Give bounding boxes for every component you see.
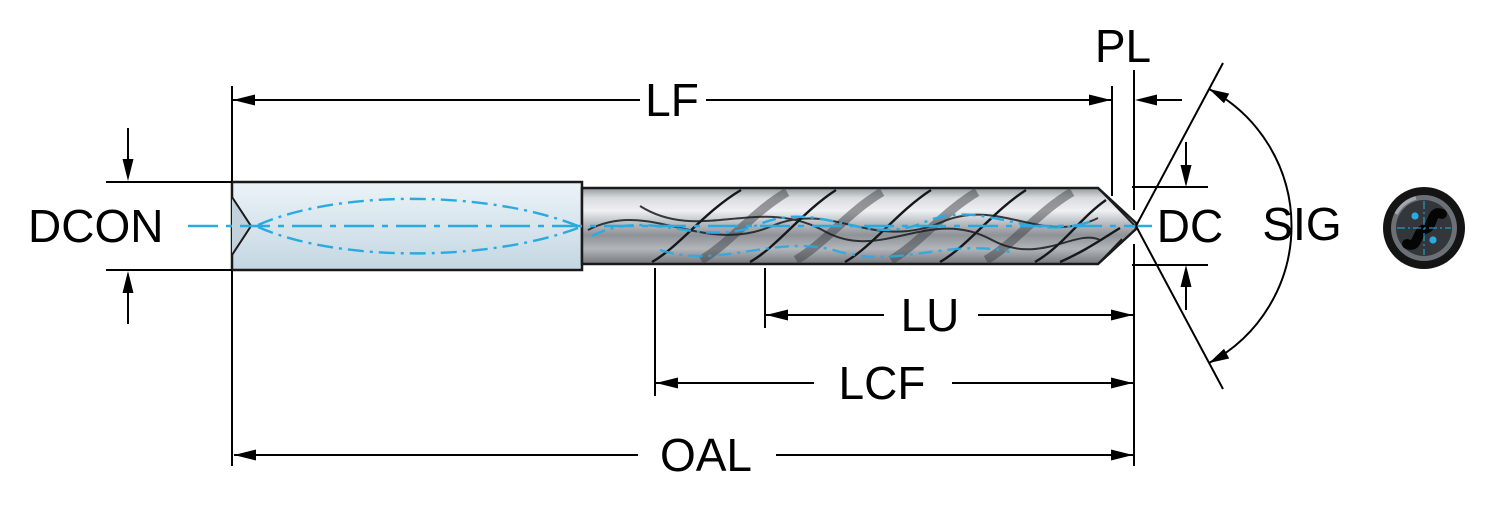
label-dc: DC: [1157, 200, 1223, 252]
dimension-dcon: [106, 128, 232, 324]
arrow-lcf-right: [1111, 377, 1133, 389]
dimension-oal: [231, 244, 1135, 466]
label-pl: PL: [1095, 20, 1151, 72]
label-dcon: DCON: [28, 200, 163, 252]
dimension-lf: [231, 86, 1113, 196]
dimension-lu: [764, 268, 1133, 328]
end-view-coolant-hole-1: [1411, 212, 1419, 220]
flute-edges: [651, 188, 1121, 264]
arrow-oal-right: [1111, 449, 1133, 461]
label-lf: LF: [645, 74, 699, 126]
arrow-sig-top: [1209, 89, 1230, 104]
dimension-lcf: [654, 268, 1133, 396]
flute-shadows: [698, 188, 1075, 264]
arrow-lf-right: [1089, 94, 1111, 106]
end-view-chisel-edge: [1402, 208, 1447, 250]
arrow-lf-left: [233, 94, 255, 106]
dimension-sig: [1135, 62, 1293, 390]
arrow-dc-bottom: [1180, 265, 1192, 287]
label-oal: OAL: [660, 429, 752, 481]
coolant-channels: [257, 197, 1096, 259]
arrow-lu-left: [766, 309, 788, 321]
arrow-dc-top: [1180, 165, 1192, 187]
drill-end-view: [1383, 187, 1465, 269]
dimension-dc: [1132, 142, 1208, 310]
dimension-pl: [1133, 70, 1182, 210]
arrow-sig-bottom: [1209, 348, 1230, 363]
point-facets: [1097, 187, 1137, 265]
label-sig: SIG: [1262, 198, 1341, 250]
end-view-highlight: [1394, 196, 1417, 215]
label-lu: LU: [901, 289, 960, 341]
arrow-lu-right: [1111, 309, 1133, 321]
arrow-pl-right: [1135, 94, 1157, 106]
end-view-coolant-hole-2: [1429, 236, 1437, 244]
arrow-dcon-bottom: [122, 271, 134, 293]
drill-body: [188, 180, 1152, 272]
arrow-dcon-top: [122, 159, 134, 181]
arrow-lcf-left: [656, 377, 678, 389]
label-lcf: LCF: [839, 357, 926, 409]
arrow-oal-left: [234, 449, 256, 461]
